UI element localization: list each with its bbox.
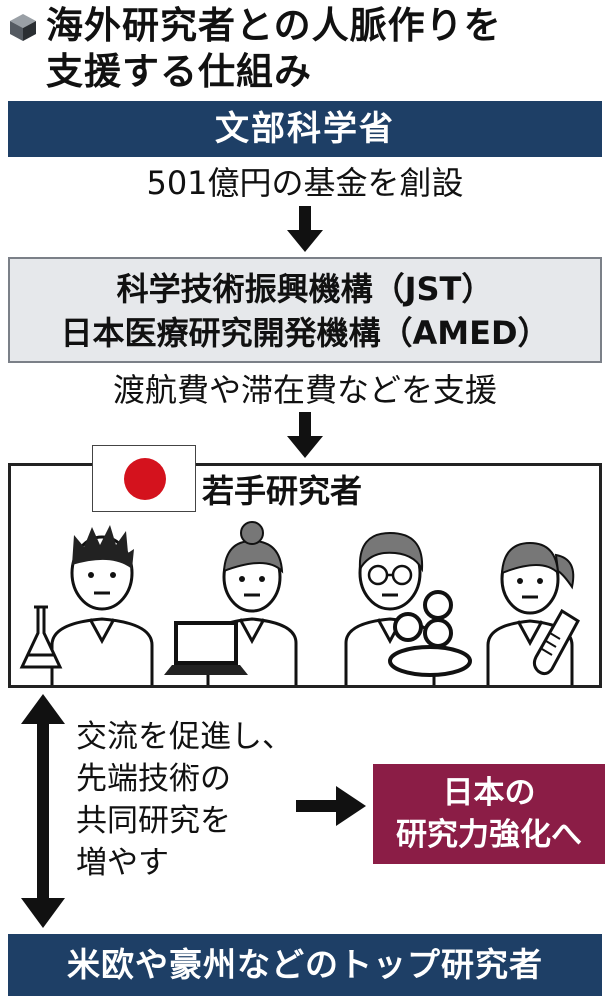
scientist-petri-dish-icon	[344, 531, 472, 685]
arrow-right-icon	[296, 786, 366, 826]
result-box: 日本の 研究力強化へ	[373, 764, 605, 864]
page-title-line1: 海外研究者との人脈作りを	[46, 4, 502, 47]
result-line-2: 研究力強化へ	[396, 817, 582, 853]
agency-jst: 科学技術振興機構（JST）	[116, 270, 494, 308]
page-title-line2: 支援する仕組み	[46, 50, 312, 93]
result-line-1: 日本の	[442, 775, 536, 811]
exchange-line-4: 増やす	[76, 845, 169, 881]
agency-amed: 日本医療研究開発機構（AMED）	[60, 314, 550, 352]
scientist-flask-icon	[19, 525, 154, 685]
exchange-line-1: 交流を促進し、	[76, 719, 293, 755]
exchange-line-3: 共同研究を	[76, 803, 231, 839]
ministry-box: 文部科学省	[8, 101, 602, 157]
exchange-text: 交流を促進し、 先端技術の 共同研究を 増やす	[76, 716, 293, 884]
fund-caption: 501億円の基金を創設	[146, 164, 464, 202]
arrow-down-icon	[287, 412, 323, 458]
support-caption: 渡航費や滞在費などを支援	[112, 371, 497, 409]
double-arrow-icon	[21, 694, 65, 928]
japan-flag-icon	[92, 445, 196, 512]
young-researchers-label: 若手研究者	[202, 472, 363, 510]
arrow-down-icon	[287, 206, 323, 252]
exchange-line-2: 先端技術の	[76, 761, 231, 797]
scientist-laptop-icon	[164, 521, 298, 685]
scientist-test-tube-icon	[486, 541, 580, 685]
cube-icon	[10, 14, 36, 41]
top-researchers-box: 米欧や豪州などのトップ研究者	[8, 934, 602, 996]
agencies-box: 科学技術振興機構（JST） 日本医療研究開発機構（AMED）	[8, 257, 602, 363]
researcher-illustrations	[19, 521, 580, 685]
